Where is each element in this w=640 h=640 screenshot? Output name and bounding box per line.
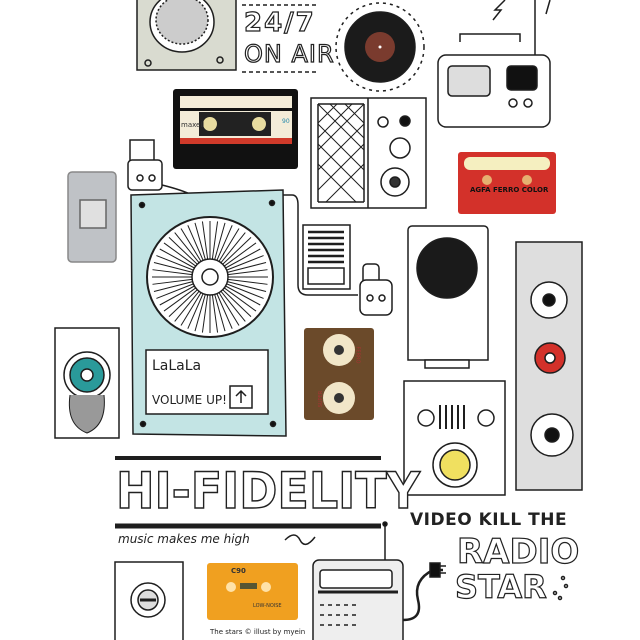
fan-spoke <box>227 269 268 276</box>
maxell-length: 90 <box>282 118 290 125</box>
fan-spoke <box>187 225 204 261</box>
fan-spoke <box>227 262 267 273</box>
orange-type: LOW-NOISE <box>253 603 282 609</box>
vinyl-record <box>335 2 425 92</box>
transistor-radio <box>312 521 446 640</box>
fan-spoke <box>227 281 267 292</box>
fan-spoke <box>152 269 193 276</box>
fan-spoke <box>159 248 195 269</box>
slogan-line1: VIDEO KILL THE <box>410 510 568 530</box>
fan-spoke <box>156 255 194 271</box>
cassette-agfa <box>458 152 556 214</box>
fan-spoke <box>180 228 202 262</box>
credit: The stars © illust by myein <box>210 628 306 636</box>
reel-label-bottom: SUPER <box>318 390 325 408</box>
small-amp <box>302 224 351 290</box>
reel-label-top: FERRO <box>354 346 361 364</box>
fan-spoke <box>222 237 252 265</box>
fan-spoke <box>226 283 264 299</box>
orange-length: C90 <box>231 567 246 575</box>
on-air-hours: 24/7 <box>243 7 316 38</box>
maxell-brand: maxell <box>181 121 205 129</box>
fan-spoke <box>187 293 204 329</box>
fan-spoke <box>163 287 197 312</box>
slogan-star: STAR <box>454 567 547 606</box>
top-speaker <box>136 0 237 71</box>
fan-spoke <box>152 278 193 285</box>
fan-spoke <box>168 237 198 265</box>
fan-spoke <box>168 289 198 317</box>
walkman <box>67 171 117 263</box>
round-speaker <box>407 225 489 369</box>
fan-spoke <box>225 248 261 269</box>
fan-spoke <box>194 294 206 332</box>
slogan-radio: RADIO <box>456 531 580 572</box>
fan-spoke <box>156 283 194 299</box>
yellow-speaker <box>403 380 506 496</box>
panel-label-lalala: LaLaLa <box>152 358 202 374</box>
squiggle-icon <box>284 534 316 546</box>
tower-speaker <box>515 241 583 491</box>
agfa-brand: AGFA FERRO COLOR <box>470 186 549 194</box>
fan-spoke <box>174 290 200 322</box>
bookshelf-speaker <box>310 97 427 209</box>
fan-spoke <box>220 232 246 264</box>
fan-spoke <box>216 225 233 261</box>
title-hi-fidelity: HI-FIDELITY <box>115 461 420 521</box>
lightning-icon <box>492 0 506 21</box>
teal-speaker <box>54 327 120 439</box>
fan-spoke <box>211 221 219 260</box>
fan-spoke <box>194 222 206 260</box>
fan-spoke <box>222 289 252 317</box>
cassette-reel <box>304 328 374 420</box>
fan-spoke <box>180 292 202 326</box>
fan-spoke <box>153 262 193 273</box>
headphone-jack <box>127 139 358 296</box>
fan-spoke <box>201 294 209 333</box>
fan-spoke <box>201 221 209 260</box>
on-air-label: ON AIR <box>243 39 335 68</box>
fan-spoke <box>214 222 226 260</box>
plug-box <box>359 263 393 316</box>
fan-spoke <box>174 232 200 264</box>
panel-label-volume: VOLUME UP! <box>152 393 227 407</box>
cassette-maxell <box>173 89 298 169</box>
fan-spoke <box>163 242 197 267</box>
fan-spoke <box>227 278 268 285</box>
fan-spoke <box>226 255 264 271</box>
fan-spoke <box>218 228 240 262</box>
retro-radio <box>437 0 551 128</box>
fan-spoke <box>218 292 240 326</box>
fan-spoke <box>214 294 226 332</box>
cassette-orange <box>207 563 298 620</box>
fan-spoke <box>159 285 195 306</box>
fan-spoke <box>220 290 246 322</box>
fan-spoke <box>216 293 233 329</box>
fan-spoke <box>223 287 257 312</box>
fan-spoke <box>153 281 193 292</box>
subtitle: music makes me high <box>118 532 250 546</box>
fan-spoke <box>225 285 261 306</box>
fan-spoke <box>223 242 257 267</box>
fan-panel <box>130 189 287 437</box>
fan-spoke <box>211 294 219 333</box>
bottom-speaker <box>114 561 184 640</box>
